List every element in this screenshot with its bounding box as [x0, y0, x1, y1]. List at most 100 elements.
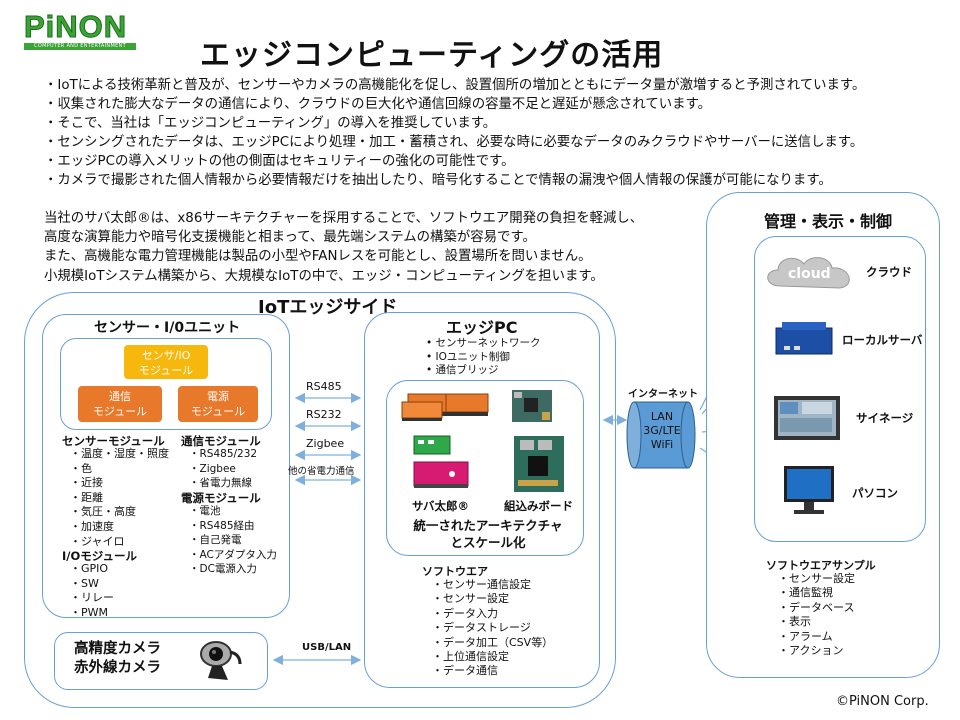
list-item: 表示: [778, 615, 855, 629]
module-label: センサ/IO: [141, 349, 191, 362]
page-title: エッジコンピューティングの活用: [200, 38, 664, 73]
sensor-io-module: センサ/IO モジュール: [124, 345, 208, 379]
bullet-line: ・センシングされたデータは、エッジPCにより処理・加工・蓄積され、必要な時に必要…: [44, 135, 864, 150]
list-item: 電池: [189, 504, 277, 519]
camera-label-hd: 高精度カメラ: [74, 641, 161, 657]
list-item: 省電力無線: [189, 476, 257, 491]
bullet-line: ・カメラで撮影された個人情報から必要情報だけを抽出したり、暗号化することで情報の…: [44, 173, 832, 188]
pc-monitor-icon: [784, 466, 834, 514]
target-cloud: クラウド: [866, 265, 912, 279]
module-label: モジュール: [190, 405, 246, 418]
list-item: センサー通信設定: [432, 578, 553, 592]
target-signage: サイネージ: [856, 411, 914, 425]
camera-box: [54, 632, 268, 690]
list-item: 通信監視: [778, 586, 855, 600]
unified-line: 統一されたアーキテクチャ: [413, 518, 563, 533]
product-embedded-board: 組込みボード: [504, 499, 573, 513]
iot-edge-side-title: IoTエッジサイド: [258, 297, 398, 318]
list-item: データベース: [778, 601, 855, 615]
cloud-icon: cloud: [767, 257, 850, 289]
module-label: モジュール: [92, 405, 148, 418]
list-item: Zigbee: [189, 462, 257, 477]
server-product-icon: [401, 393, 489, 421]
list-item: RS485/232: [189, 447, 258, 462]
edge-software-title: ソフトウエア: [422, 565, 488, 578]
io-module-list: GPIO SW リレー PWM: [70, 562, 114, 620]
io-module-title: I/Oモジュール: [62, 549, 137, 563]
target-local-server: ローカルサーバ: [842, 333, 923, 347]
list-item: PWM: [70, 606, 114, 621]
management-software-list: センサー設定 通信監視 データベース 表示 アラーム アクション: [778, 572, 855, 658]
list-item: 加速度: [70, 520, 169, 535]
edge-pc-title: エッジPC: [446, 318, 518, 337]
list-item: 色: [70, 462, 169, 477]
list-item: 気圧・高度: [70, 505, 169, 520]
camera-labels: 高精度カメラ 赤外線カメラ: [74, 640, 161, 678]
list-item: 温度・湿度・照度: [70, 447, 169, 462]
list-item: センサー設定: [432, 592, 553, 606]
internet-lines: LAN 3G/LTE WiFi: [636, 410, 688, 452]
list-item: データストレージ: [432, 621, 553, 635]
link-label-usb-lan: USB/LAN: [302, 642, 352, 653]
link-label-zigbee: Zigbee: [306, 437, 345, 450]
pinon-logo: PiNON COMPUTER AND ENTERTAINMENT: [24, 9, 136, 52]
list-item: GPIO: [70, 562, 114, 577]
copyright: ©PiNON Corp.: [836, 694, 929, 709]
list-item: IOユニット制御: [426, 351, 541, 365]
net-line: LAN: [650, 410, 674, 423]
list-item: アクション: [778, 644, 855, 658]
comm-module: 通信 モジュール: [78, 386, 162, 422]
sensor-io-unit-title: センサー・I/0ユニット: [94, 320, 241, 336]
management-software-title: ソフトウエアサンプル: [766, 559, 876, 572]
comm-module-title: 通信モジュール: [181, 434, 261, 448]
module-label: モジュール: [138, 364, 194, 377]
list-item: リレー: [70, 591, 114, 606]
bullet-line: ・そこで、当社は「エッジコンピューティング」の導入を推奨しています。: [44, 116, 497, 131]
logo-word: PiNON: [24, 9, 128, 44]
target-pc: パソコン: [852, 486, 898, 500]
list-item: 上位通信設定: [432, 650, 553, 664]
bullet-line: ・エッジPCの導入メリットの他の側面はセキュリティーの強化の可能性です。: [44, 154, 515, 169]
embedded-board-icon: [514, 436, 564, 492]
paragraph-line: 当社のサバ太郎®は、x86サーキテクチャーを採用することで、ソフトウエア開発の負…: [44, 211, 644, 226]
unified-architecture: 統一されたアーキテクチャ とスケール化: [412, 517, 564, 551]
unified-line: とスケール化: [450, 535, 526, 550]
edge-pc-features: センサーネットワーク IOユニット制御 通信ブリッジ: [426, 337, 541, 378]
power-module: 電源 モジュール: [178, 386, 258, 422]
list-item: データ通信: [432, 664, 553, 678]
webcam-icon: [200, 641, 242, 680]
cloud-word: cloud: [788, 266, 831, 282]
module-label: 通信: [109, 390, 131, 403]
internet-label: インターネット: [628, 389, 698, 400]
list-item: DC電源入力: [189, 562, 277, 577]
product-saba-taro: サバ太郎®: [412, 499, 470, 513]
power-module-title: 電源モジュール: [181, 491, 261, 505]
sensor-module-title: センサーモジュール: [62, 434, 165, 448]
list-item: データ加工（CSV等）: [432, 636, 553, 650]
intro-bullets: ・IoTによる技術革新と普及が、センサーやカメラの高機能化を促し、設置個所の増加…: [44, 76, 865, 190]
list-item: センサーネットワーク: [426, 337, 541, 351]
list-item: SW: [70, 577, 114, 592]
bullet-line: ・IoTによる技術革新と普及が、センサーやカメラの高機能化を促し、設置個所の増加…: [44, 78, 866, 93]
list-item: センサー設定: [778, 572, 855, 586]
internet-cylinder-icon: [626, 401, 696, 469]
power-module-list: 電池 RS485経由 自己発電 ACアダプタ入力 DC電源入力: [189, 504, 277, 577]
paragraph-line: 小規模IoTシステム構築から、大規模なIoTの中で、エッジ・コンピューティングを…: [44, 268, 604, 284]
list-item: 距離: [70, 491, 169, 506]
comm-module-list: RS485/232 Zigbee 省電力無線: [189, 447, 258, 491]
list-item: 自己発電: [189, 533, 277, 548]
camera-label-ir: 赤外線カメラ: [74, 660, 161, 676]
paragraph-line: 高度な演算能力や暗号化支援機能と相まって、最先端システムの構築が容易です。: [44, 230, 536, 246]
product-paragraph: 当社のサバ太郎®は、x86サーキテクチャーを採用することで、ソフトウエア開発の負…: [44, 209, 643, 286]
bullet-line: ・収集された膨大なデータの通信により、クラウドの巨大化や通信回線の容量不足と遅延…: [44, 97, 711, 112]
green-box-icon: [413, 435, 451, 455]
pink-box-icon: [413, 461, 469, 488]
link-label-lowpower: 他の省電力通信: [288, 466, 355, 477]
local-server-icon: [775, 322, 833, 355]
list-item: アラーム: [778, 630, 855, 644]
link-label-rs232: RS232: [306, 408, 342, 421]
management-title: 管理・表示・制御: [764, 212, 893, 231]
module-label: 電源: [207, 390, 229, 403]
list-item: RS485経由: [189, 519, 277, 534]
sensor-module-list: 温度・湿度・照度 色 近接 距離 気圧・高度 加速度 ジャイロ: [70, 447, 169, 549]
